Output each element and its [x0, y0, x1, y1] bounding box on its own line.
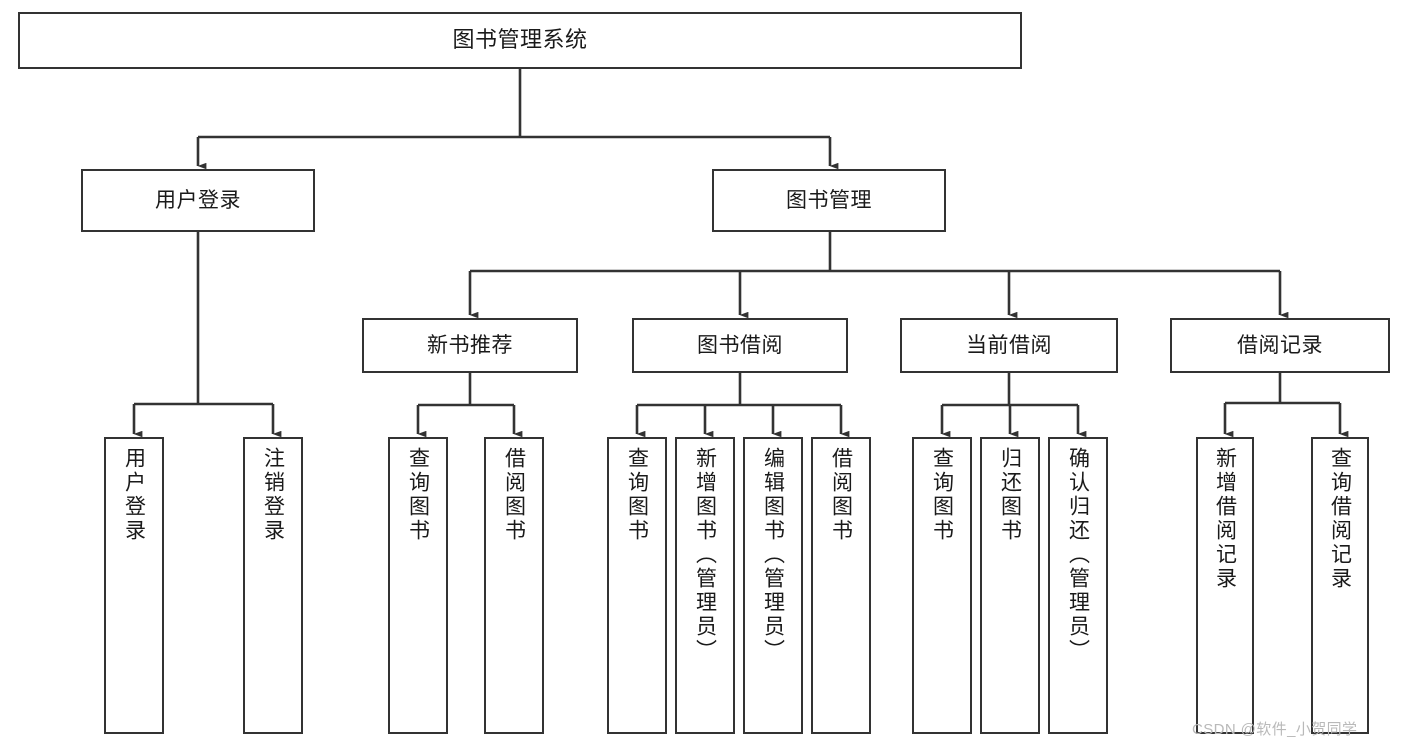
node-label: 查询图书: [406, 447, 430, 543]
node-leaf-logout[interactable]: 注销登录: [243, 437, 303, 734]
node-leaf-borrow-book-recommend[interactable]: 借阅图书: [484, 437, 544, 734]
node-leaf-query-book-borrowing[interactable]: 查询图书: [607, 437, 667, 734]
node-root-system[interactable]: 图书管理系统: [18, 12, 1022, 69]
node-leaf-return-book[interactable]: 归还图书: [980, 437, 1040, 734]
node-label: 新增图书（管理员）: [693, 447, 717, 663]
node-leaf-confirm-return-admin[interactable]: 确认归还（管理员）: [1048, 437, 1108, 734]
node-label: 查询图书: [930, 447, 954, 543]
node-leaf-query-borrow-record[interactable]: 查询借阅记录: [1311, 437, 1369, 734]
node-label: 用户登录: [155, 188, 241, 212]
node-book-management[interactable]: 图书管理: [712, 169, 946, 232]
node-leaf-borrow-book-borrowing[interactable]: 借阅图书: [811, 437, 871, 734]
node-label: 新书推荐: [427, 333, 513, 357]
node-label: 查询图书: [625, 447, 649, 543]
node-leaf-query-book-recommend[interactable]: 查询图书: [388, 437, 448, 734]
node-label: 注销登录: [261, 447, 285, 543]
node-label: 编辑图书（管理员）: [761, 447, 785, 663]
node-leaf-query-book-current[interactable]: 查询图书: [912, 437, 972, 734]
node-book-borrowing[interactable]: 图书借阅: [632, 318, 848, 373]
node-leaf-add-borrow-record[interactable]: 新增借阅记录: [1196, 437, 1254, 734]
node-label: 当前借阅: [966, 333, 1052, 357]
node-leaf-edit-book-admin[interactable]: 编辑图书（管理员）: [743, 437, 803, 734]
node-label: 图书管理: [786, 188, 872, 212]
node-new-book-recommendation[interactable]: 新书推荐: [362, 318, 578, 373]
node-label: 图书借阅: [697, 333, 783, 357]
node-label: 借阅图书: [502, 447, 526, 543]
node-borrowing-records[interactable]: 借阅记录: [1170, 318, 1390, 373]
node-label: 归还图书: [998, 447, 1022, 543]
node-leaf-user-login[interactable]: 用户登录: [104, 437, 164, 734]
node-label: 借阅图书: [829, 447, 853, 543]
node-label: 确认归还（管理员）: [1066, 447, 1090, 663]
node-label: 图书管理系统: [452, 27, 588, 53]
node-user-login[interactable]: 用户登录: [81, 169, 315, 232]
node-current-borrowing[interactable]: 当前借阅: [900, 318, 1118, 373]
node-label: 借阅记录: [1237, 333, 1323, 357]
node-label: 查询借阅记录: [1328, 447, 1352, 591]
node-label: 新增借阅记录: [1213, 447, 1237, 591]
node-leaf-add-book-admin[interactable]: 新增图书（管理员）: [675, 437, 735, 734]
node-label: 用户登录: [122, 447, 146, 543]
watermark-text: CSDN @软件_小贺同学: [1192, 721, 1358, 738]
